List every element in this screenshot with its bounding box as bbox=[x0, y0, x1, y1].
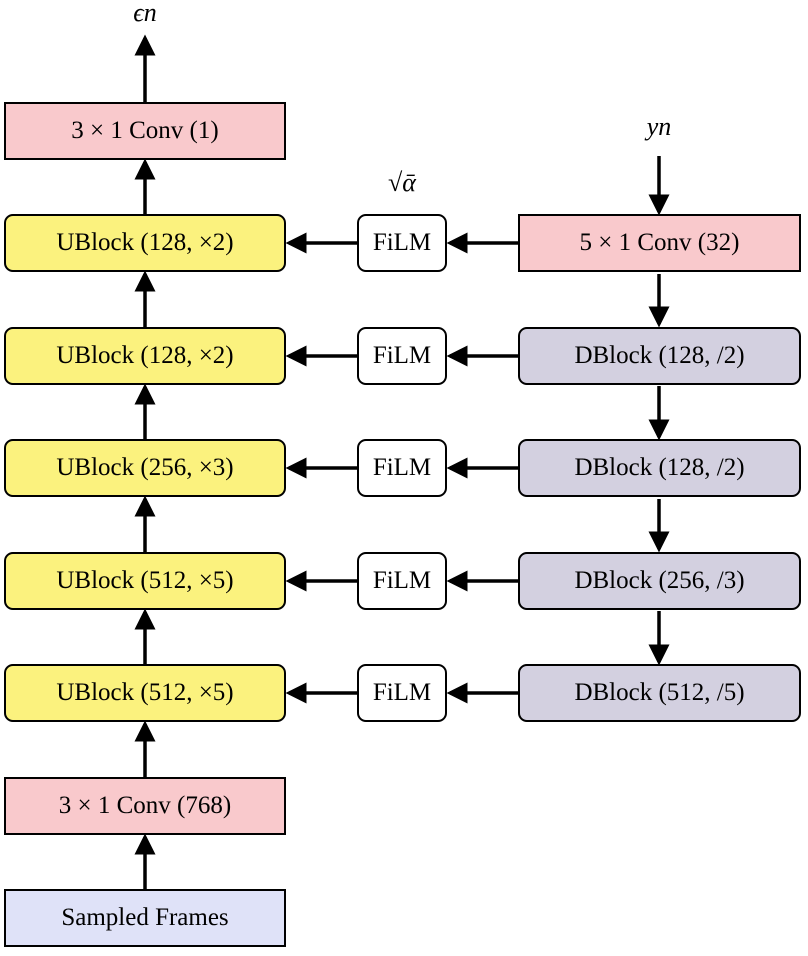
input-conv-block: 3 × 1 Conv (768) bbox=[4, 777, 286, 835]
film-block-2: FiLM bbox=[357, 327, 447, 385]
film-block-5: FiLM bbox=[357, 664, 447, 722]
dblock-1: DBlock (128, /2) bbox=[518, 327, 801, 385]
ublock-2: UBlock (128, ×2) bbox=[4, 327, 286, 385]
dblock-2: DBlock (128, /2) bbox=[518, 439, 801, 497]
output-conv-block: 3 × 1 Conv (1) bbox=[4, 102, 286, 160]
conditioning-conv-block: 5 × 1 Conv (32) bbox=[518, 214, 801, 272]
input-label: yn bbox=[646, 112, 672, 141]
film-block-4: FiLM bbox=[357, 552, 447, 610]
film-block-3: FiLM bbox=[357, 439, 447, 497]
sampled-frames-block: Sampled Frames bbox=[4, 889, 286, 947]
dblock-3: DBlock (256, /3) bbox=[518, 552, 801, 610]
ublock-5: UBlock (512, ×5) bbox=[4, 664, 286, 722]
ublock-3: UBlock (256, ×3) bbox=[4, 439, 286, 497]
output-label: ϵn bbox=[133, 0, 157, 27]
dblock-4: DBlock (512, /5) bbox=[518, 664, 801, 722]
film-block-1: FiLM bbox=[357, 214, 447, 272]
noise-level-label: √ᾱ bbox=[388, 168, 416, 197]
ublock-4: UBlock (512, ×5) bbox=[4, 552, 286, 610]
ublock-1: UBlock (128, ×2) bbox=[4, 214, 286, 272]
